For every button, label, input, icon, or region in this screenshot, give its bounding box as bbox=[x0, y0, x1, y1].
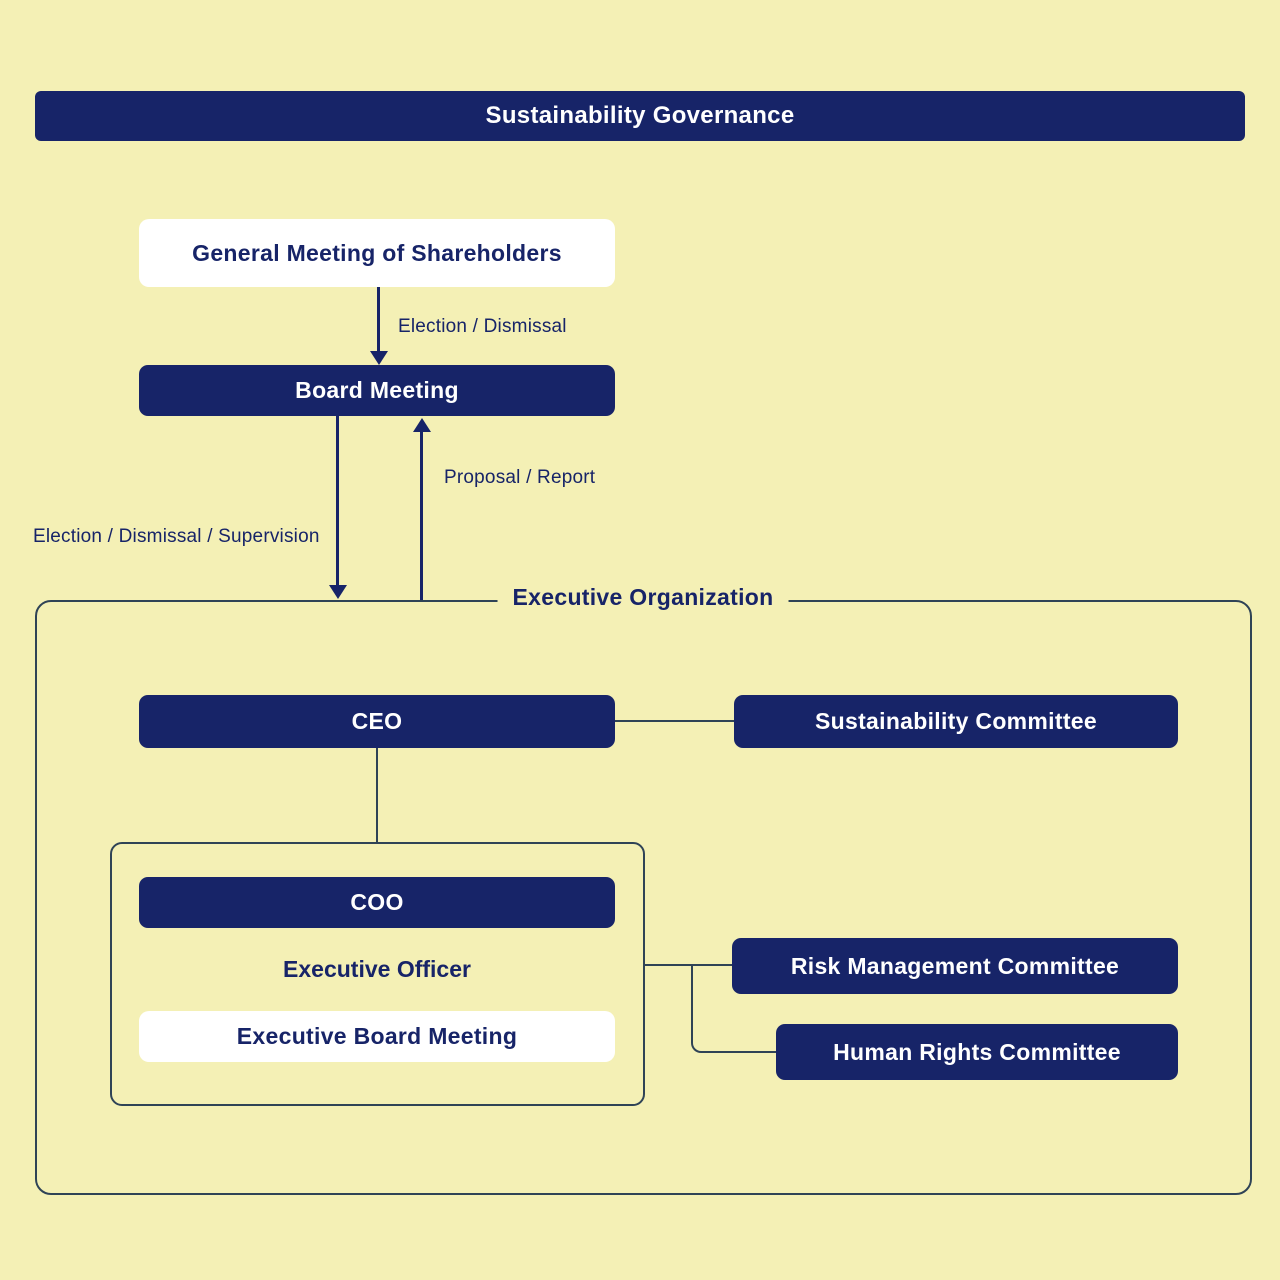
edge-label-election-dismissal: Election / Dismissal bbox=[398, 316, 567, 337]
node-human-rights-committee: Human Rights Committee bbox=[776, 1024, 1178, 1080]
edge-label-proposal-report: Proposal / Report bbox=[444, 467, 596, 488]
connector-group-human-rights-committee bbox=[691, 965, 776, 1053]
arrow-board-to-executive-organization bbox=[336, 416, 339, 586]
arrow-up-icon bbox=[413, 418, 431, 432]
arrow-down-icon bbox=[329, 585, 347, 599]
node-executive-board-meeting: Executive Board Meeting bbox=[139, 1011, 615, 1062]
node-risk-management-committee: Risk Management Committee bbox=[732, 938, 1178, 994]
node-ceo: CEO bbox=[139, 695, 615, 748]
group-executive-organization-label: Executive Organization bbox=[497, 584, 789, 611]
arrow-shareholders-to-board bbox=[377, 287, 380, 352]
diagram-title: Sustainability Governance bbox=[35, 91, 1245, 141]
arrow-down-icon bbox=[370, 351, 388, 365]
arrow-executive-organization-to-board bbox=[420, 431, 423, 600]
node-board-meeting: Board Meeting bbox=[139, 365, 615, 416]
node-coo: COO bbox=[139, 877, 615, 928]
group-executive-officer bbox=[110, 842, 645, 1106]
connector-ceo-executive-officer-group bbox=[376, 748, 378, 842]
node-executive-officer: Executive Officer bbox=[283, 956, 471, 982]
connector-ceo-sustainability-committee bbox=[615, 720, 734, 722]
node-general-meeting-of-shareholders: General Meeting of Shareholders bbox=[139, 219, 615, 287]
edge-label-election-dismissal-supervision: Election / Dismissal / Supervision bbox=[33, 526, 320, 547]
connector-group-risk-management-committee bbox=[645, 964, 732, 966]
node-sustainability-committee: Sustainability Committee bbox=[734, 695, 1178, 748]
